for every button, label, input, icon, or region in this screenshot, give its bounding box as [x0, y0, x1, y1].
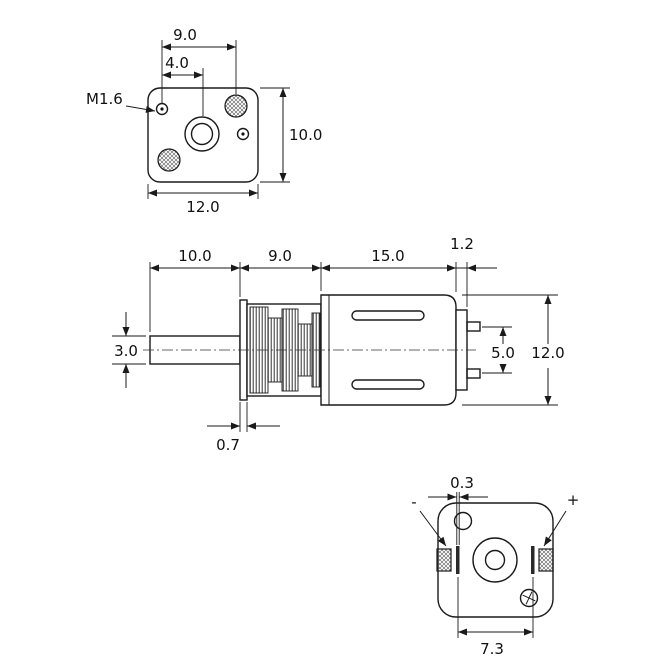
- dim-lengths-row: 10.0 9.0 15.0 1.2: [149, 235, 497, 332]
- terminal-tab-left: [456, 546, 460, 574]
- terminal-top: [466, 321, 481, 332]
- pilot-hole-right-center: [241, 132, 245, 136]
- dim-center-offset: 4.0: [162, 54, 204, 116]
- polarity-positive-label: +: [567, 491, 580, 509]
- pilot-hole-top-left-center: [160, 107, 164, 111]
- thread-callout-label: M1.6: [86, 90, 123, 108]
- terminal-base-right: [538, 548, 554, 572]
- dim-face-height-label: 10.0: [289, 126, 322, 144]
- rear-view: 0.3 7.3 - +: [411, 474, 579, 658]
- dim-terminal-spacing: 7.3: [457, 577, 534, 658]
- dim-shaft-length-label: 10.0: [178, 247, 211, 265]
- dim-motor-length-label: 15.0: [371, 247, 404, 265]
- motor-vent-slot-bottom: [351, 379, 425, 390]
- polarity-negative-label: -: [411, 493, 416, 511]
- thread-callout: M1.6: [86, 90, 156, 113]
- threaded-hole-bottom-left: [157, 148, 181, 172]
- front-view: 9.0 4.0 M1.6 10.0 12.0: [86, 26, 322, 216]
- motor-body: [320, 294, 457, 406]
- pilot-hole-right: [236, 127, 250, 141]
- dim-gearbox-length-label: 9.0: [268, 247, 292, 265]
- dim-shaft-diameter-label: 3.0: [114, 342, 138, 360]
- dim-hole-span: 9.0: [161, 26, 237, 103]
- terminal-base-left: [436, 548, 452, 572]
- dim-terminal-thickness-label: 0.3: [450, 474, 474, 492]
- dim-terminal-span: 5.0: [482, 326, 515, 374]
- dim-face-width-label: 12.0: [186, 198, 219, 216]
- dim-shaft-diameter: 3.0: [112, 312, 146, 388]
- rear-shaft-hole: [484, 549, 506, 571]
- dim-plate-thickness: 0.7: [207, 402, 280, 454]
- dim-terminal-spacing-label: 7.3: [480, 640, 504, 658]
- dim-terminal-span-label: 5.0: [491, 344, 515, 362]
- dim-hole-span-label: 9.0: [173, 26, 197, 44]
- motor-vent-slot-top: [351, 310, 425, 321]
- polarity-negative: -: [411, 493, 447, 547]
- pilot-hole-top-left: [155, 102, 169, 116]
- dim-face-height: 10.0: [260, 87, 322, 183]
- rear-hole-top-left: [453, 511, 473, 531]
- side-view: 10.0 9.0 15.0 1.2 3.0 0.7 5.0: [112, 235, 565, 454]
- dim-cap-length-label: 1.2: [450, 235, 474, 253]
- polarity-positive: +: [543, 491, 580, 547]
- dim-center-offset-label: 4.0: [165, 54, 189, 72]
- terminal-tab-right: [531, 546, 535, 574]
- dim-face-width: 12.0: [147, 184, 259, 216]
- output-shaft-bore-inner: [190, 122, 214, 146]
- polarity-positive-leader: [543, 510, 567, 547]
- output-shaft-bore-outer: [184, 116, 220, 152]
- terminal-bottom: [466, 368, 481, 379]
- thread-callout-leader: [125, 105, 156, 113]
- rear-bearing-boss: [472, 537, 518, 583]
- dim-terminal-thickness: 0.3: [428, 474, 488, 545]
- dim-plate-thickness-label: 0.7: [216, 436, 240, 454]
- threaded-hole-top-right: [224, 94, 248, 118]
- polarity-negative-leader: [419, 510, 447, 547]
- dim-body-diameter: 12.0: [462, 294, 565, 406]
- dim-body-diameter-label: 12.0: [531, 344, 564, 362]
